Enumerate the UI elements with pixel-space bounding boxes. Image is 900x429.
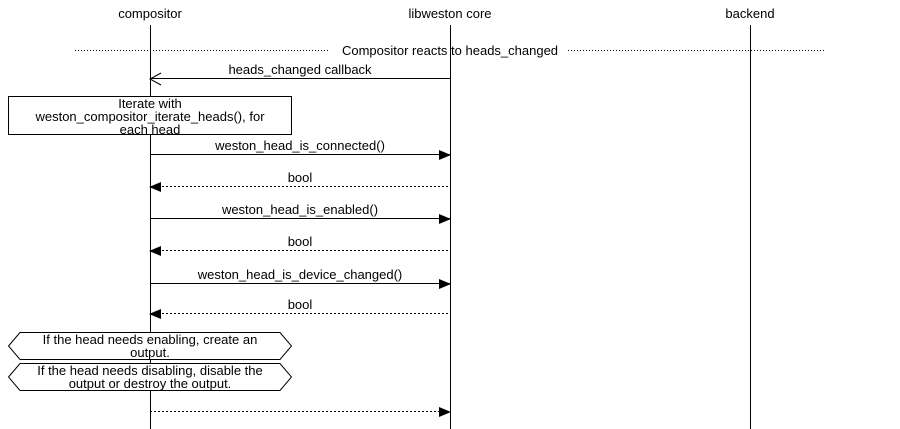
message-unlabeled-return (150, 395, 451, 417)
return-bool-3: bool (149, 297, 450, 319)
open-arrowhead-icon (149, 72, 162, 85)
return-bool-1: bool (149, 170, 450, 192)
note-line: each head (119, 122, 181, 137)
message-weston-head-is-device-changed: weston_head_is_device_changed() (150, 267, 451, 289)
filled-arrowhead-left-icon (149, 308, 161, 319)
message-label: bool (287, 234, 313, 249)
divider-line-left (75, 50, 330, 51)
message-label: weston_head_is_device_changed() (197, 267, 403, 282)
message-line (150, 78, 450, 79)
message-label: bool (287, 297, 313, 312)
message-label: weston_head_is_enabled() (221, 202, 379, 217)
divider-label: Compositor reacts to heads_changed (341, 43, 559, 58)
hexagon-shape (8, 363, 292, 391)
note-line: If the head needs enabling, create an (42, 332, 258, 347)
note-iterate-heads: Iterate with weston_compositor_iterate_h… (8, 96, 292, 137)
filled-arrowhead-right-icon (439, 213, 451, 224)
message-label: weston_head_is_connected() (215, 138, 385, 153)
participant-libweston-core: libweston core (408, 6, 492, 21)
participant-compositor: compositor (118, 6, 182, 21)
message-label: heads_changed callback (228, 62, 372, 77)
filled-arrowhead-right-icon (439, 278, 451, 289)
message-line (150, 313, 450, 314)
note-line: output or destroy the output. (68, 376, 232, 391)
lifeline-compositor (150, 25, 151, 429)
filled-arrowhead-left-icon (149, 245, 161, 256)
message-line (150, 186, 450, 187)
message-label: bool (287, 170, 313, 185)
return-bool-2: bool (149, 234, 450, 256)
note-line: Iterate with (118, 96, 182, 111)
message-line (150, 218, 450, 219)
note-line: If the head needs disabling, disable the (37, 363, 263, 378)
message-weston-head-is-enabled: weston_head_is_enabled() (150, 202, 451, 224)
divider-line-right (568, 50, 825, 51)
filled-arrowhead-left-icon (149, 181, 161, 192)
message-weston-head-is-connected: weston_head_is_connected() (150, 138, 451, 160)
note-line: output. (130, 345, 170, 360)
lifeline-backend (750, 25, 751, 429)
filled-arrowhead-right-icon (439, 149, 451, 160)
condition-enable-output: If the head needs enabling, create an ou… (8, 332, 292, 360)
participant-backend: backend (725, 6, 775, 21)
lifeline-libweston-core (450, 25, 451, 429)
message-line (150, 283, 450, 284)
hexagon-shape (8, 332, 292, 360)
note-line: weston_compositor_iterate_heads(), for (35, 109, 265, 124)
message-line (150, 250, 450, 251)
message-line (150, 154, 450, 155)
condition-disable-output: If the head needs disabling, disable the… (8, 363, 292, 391)
message-heads-changed-callback: heads_changed callback (149, 62, 450, 85)
filled-arrowhead-right-icon (439, 406, 451, 417)
message-line (150, 411, 450, 412)
